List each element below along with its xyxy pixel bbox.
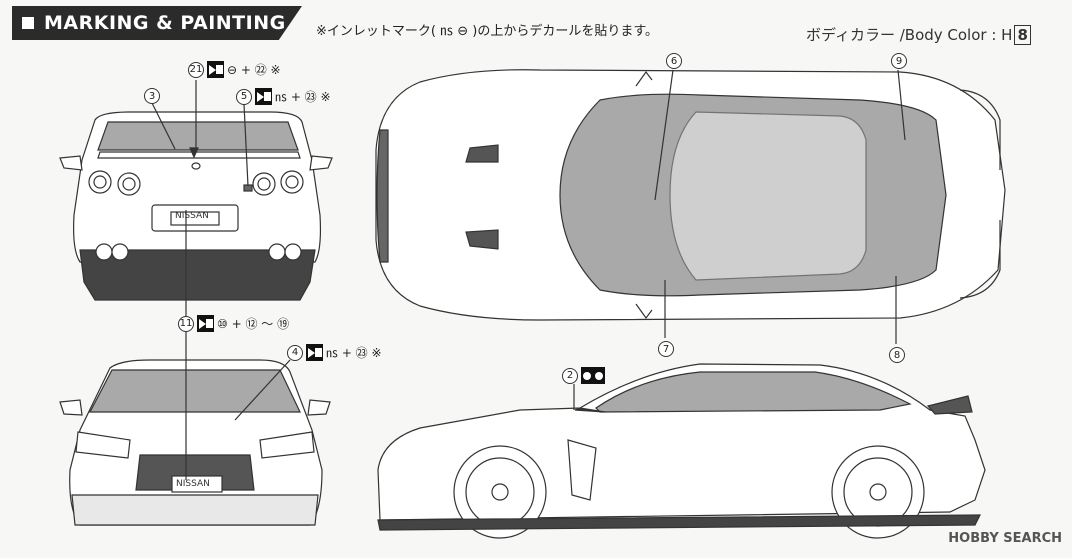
callout-4-number: 4 <box>287 344 303 361</box>
callout-2-number: 2 <box>562 367 578 384</box>
callout-9: 9 <box>891 53 907 69</box>
decal-note: ※インレットマーク( ㎱ ⊖ )の上からデカールを貼ります。 <box>316 24 659 39</box>
callout-11-number: 11 <box>178 315 194 332</box>
header-square-icon <box>22 17 34 29</box>
callout-5-text: ㎱ + ㉓ ※ <box>275 90 331 104</box>
decal-marker-icon <box>197 315 214 332</box>
callout-4-text: ㎱ + ㉓ ※ <box>326 346 382 360</box>
rear-view-drawing <box>59 111 333 301</box>
callout-5-number: 5 <box>236 88 252 105</box>
callout-21-number: 21 <box>188 61 204 78</box>
callout-7-number: 7 <box>658 341 674 357</box>
callout-3-number: 3 <box>144 88 160 104</box>
top-view-drawing <box>375 69 1006 321</box>
callout-9-number: 9 <box>891 53 907 69</box>
callout-8: 8 <box>889 347 905 363</box>
callout-2: 2 <box>562 367 605 384</box>
front-view-drawing <box>59 359 331 526</box>
watermark: HOBBY SEARCH <box>948 531 1062 546</box>
section-title: MARKING & PAINTING <box>44 12 286 34</box>
decal-marker-icon <box>255 88 272 105</box>
callout-7: 7 <box>658 341 674 357</box>
dual-circle-decal-icon <box>581 367 605 384</box>
rear-plate-text: NISSAN <box>175 211 209 221</box>
callout-11: 11 ⑩ + ⑫ 〜 ⑲ <box>178 315 289 332</box>
callout-8-number: 8 <box>889 347 905 363</box>
color-code-box: 8 <box>1014 25 1031 45</box>
callout-5: 5 ㎱ + ㉓ ※ <box>236 88 331 105</box>
callout-11-text: ⑩ + ⑫ 〜 ⑲ <box>217 317 290 331</box>
callout-21-text: ⊖ + ㉒ ※ <box>227 63 281 77</box>
side-view-drawing <box>377 363 986 539</box>
callout-3: 3 <box>144 88 160 104</box>
front-plate-text: NISSAN <box>176 479 210 489</box>
callout-6-number: 6 <box>666 53 682 69</box>
callout-6: 6 <box>666 53 682 69</box>
callout-21: 21 ⊖ + ㉒ ※ <box>188 61 281 78</box>
section-header: MARKING & PAINTING <box>12 6 302 40</box>
callout-4: 4 ㎱ + ㉓ ※ <box>287 344 382 361</box>
decal-marker-icon <box>306 344 323 361</box>
decal-marker-icon <box>207 61 224 78</box>
